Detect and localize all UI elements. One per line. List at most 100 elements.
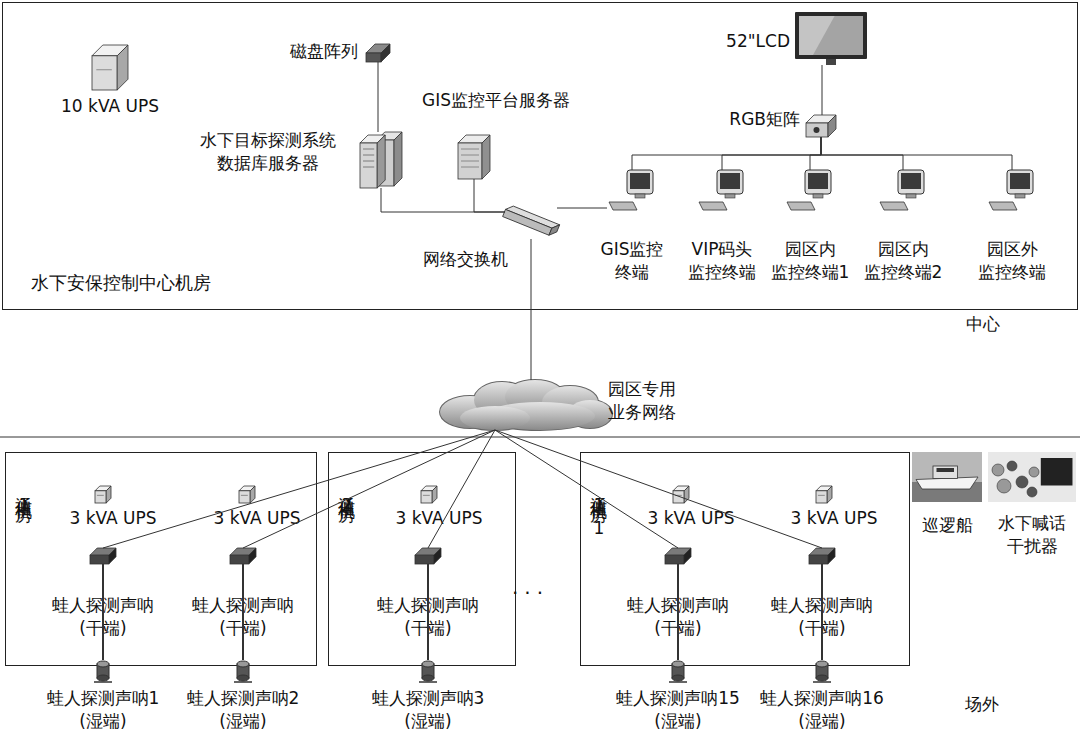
jammer-icon xyxy=(988,452,1076,502)
terminal-icon xyxy=(878,170,928,212)
terminal-icon xyxy=(697,170,747,212)
sonar-dry-end: 蛙人探测声呐 (干端) xyxy=(665,548,691,564)
network-link xyxy=(821,137,903,170)
ups-icon xyxy=(816,486,832,503)
lcd-display: 52"LCD xyxy=(795,12,867,65)
node-label: 通信机房2 xyxy=(337,483,357,518)
node-label: 3 kVA UPS xyxy=(48,507,178,530)
node-label: 蛙人探测声呐3 (湿端) xyxy=(348,687,508,733)
network-link xyxy=(495,430,822,548)
wet-icon xyxy=(93,660,113,682)
disk-array: 磁盘阵列 xyxy=(366,44,390,62)
network-link xyxy=(378,62,379,132)
database-server: 水下目标探测系统 数据库服务器 xyxy=(360,132,402,188)
disk-icon xyxy=(366,44,390,62)
network-switch: 网络交换机 xyxy=(505,203,557,239)
ups-device: 3 kVA UPS xyxy=(95,486,111,503)
network-link xyxy=(557,208,607,209)
server2-icon xyxy=(360,132,402,188)
node-label: 蛙人探测声呐 (干端) xyxy=(353,594,503,640)
node-label: 水下安保控制中心机房 xyxy=(31,271,331,294)
cloud-icon xyxy=(440,380,612,430)
node-label: 园区外 监控终端 xyxy=(962,238,1062,284)
switch-icon xyxy=(505,203,557,239)
sonar-wet-end: 蛙人探测声呐15 (湿端) xyxy=(668,660,688,682)
network-link xyxy=(243,430,495,548)
node-label: 蛙人探测声呐1 (湿端) xyxy=(23,687,183,733)
node-label: GIS监控 终端 xyxy=(582,238,682,284)
monitor-terminal: 园区内 监控终端1 xyxy=(785,170,835,212)
node-label: 10 kVA UPS xyxy=(40,95,180,118)
node-label: 园区专用 业务网络 xyxy=(608,378,708,424)
terminal-icon xyxy=(987,170,1037,212)
ups-device: 3 kVA UPS xyxy=(239,486,255,503)
network-link xyxy=(103,430,495,548)
ups-icon xyxy=(673,486,689,503)
node-label: 蛙人探测声呐 (干端) xyxy=(603,594,753,640)
node-label: 蛙人探测声呐15 (湿端) xyxy=(598,687,758,733)
wet-icon xyxy=(812,660,832,682)
sonar-wet-end: 蛙人探测声呐16 (湿端) xyxy=(812,660,832,682)
network-cloud: 园区专用 业务网络 xyxy=(440,380,612,430)
rgb-matrix: RGB矩阵 xyxy=(806,115,836,137)
monitor-terminal: GIS监控 终端 xyxy=(607,170,657,212)
node-label: 通信机房1 xyxy=(14,483,34,518)
sonar-wet-end: 蛙人探测声呐2 (湿端) xyxy=(233,660,253,682)
lcd-icon xyxy=(795,12,867,65)
node-label: 3 kVA UPS xyxy=(192,507,322,530)
node-label: VIP码头 监控终端 xyxy=(672,238,772,284)
network-link xyxy=(722,137,821,170)
node-label: 水下目标探测系统 数据库服务器 xyxy=(192,129,344,175)
network-link xyxy=(495,430,678,548)
node-label: 3 kVA UPS xyxy=(374,507,504,530)
node-label: 蛙人探测声呐 (干端) xyxy=(747,594,897,640)
network-link xyxy=(810,137,821,170)
comm-room-box: 通信机房113 kVA UPS3 kVA UPS蛙人探测声呐 (干端)蛙人探测声… xyxy=(580,452,910,666)
network-link xyxy=(381,188,505,212)
ups-device: 3 kVA UPS xyxy=(421,486,437,503)
dry-icon xyxy=(665,548,691,564)
ups-device: 10 kVA UPS xyxy=(92,45,128,90)
ellipsis-mark: ... xyxy=(512,575,549,599)
network-link xyxy=(428,430,495,548)
zone-divider xyxy=(0,437,1080,438)
rgb-icon xyxy=(806,115,836,137)
ups-icon xyxy=(95,486,111,503)
network-link xyxy=(821,137,1012,170)
node-label: GIS监控平台服务器 xyxy=(422,89,612,112)
wet-icon xyxy=(668,660,688,682)
node-label: 蛙人探测声呐2 (湿端) xyxy=(163,687,323,733)
zone-label: 中心 xyxy=(966,313,1000,336)
monitor-terminal: VIP码头 监控终端 xyxy=(697,170,747,212)
node-label: 52"LCD xyxy=(715,30,790,53)
network-link xyxy=(632,137,821,170)
ups-icon xyxy=(92,45,128,90)
wet-icon xyxy=(418,660,438,682)
node-label: 3 kVA UPS xyxy=(769,507,899,530)
patrol-boat: 巡逻船 xyxy=(912,452,982,502)
node-label: 蛙人探测声呐 (干端) xyxy=(168,594,318,640)
ups-device: 3 kVA UPS xyxy=(816,486,832,503)
server-icon xyxy=(458,135,490,179)
node-label: RGB矩阵 xyxy=(708,108,800,131)
network-link xyxy=(474,179,505,212)
node-label: 蛙人探测声呐 (干端) xyxy=(28,594,178,640)
node-label: 蛙人探测声呐16 (湿端) xyxy=(742,687,902,733)
ups-icon xyxy=(421,486,437,503)
terminal-icon xyxy=(785,170,835,212)
monitor-terminal: 园区外 监控终端 xyxy=(987,170,1037,212)
comm-room-box: 通信机房13 kVA UPS3 kVA UPS蛙人探测声呐 (干端)蛙人探测声呐… xyxy=(5,452,317,666)
dry-icon xyxy=(90,548,116,564)
dry-icon xyxy=(415,548,441,564)
sonar-dry-end: 蛙人探测声呐 (干端) xyxy=(90,548,116,564)
dry-icon xyxy=(809,548,835,564)
ups-device: 3 kVA UPS xyxy=(673,486,689,503)
boat-icon xyxy=(912,452,982,502)
underwater-jammer: 水下喊话 干扰器 xyxy=(988,452,1076,502)
ups-icon xyxy=(239,486,255,503)
node-label: 磁盘阵列 xyxy=(266,40,358,63)
terminal-icon xyxy=(607,170,657,212)
wet-icon xyxy=(233,660,253,682)
node-label: 园区内 监控终端1 xyxy=(760,238,860,284)
